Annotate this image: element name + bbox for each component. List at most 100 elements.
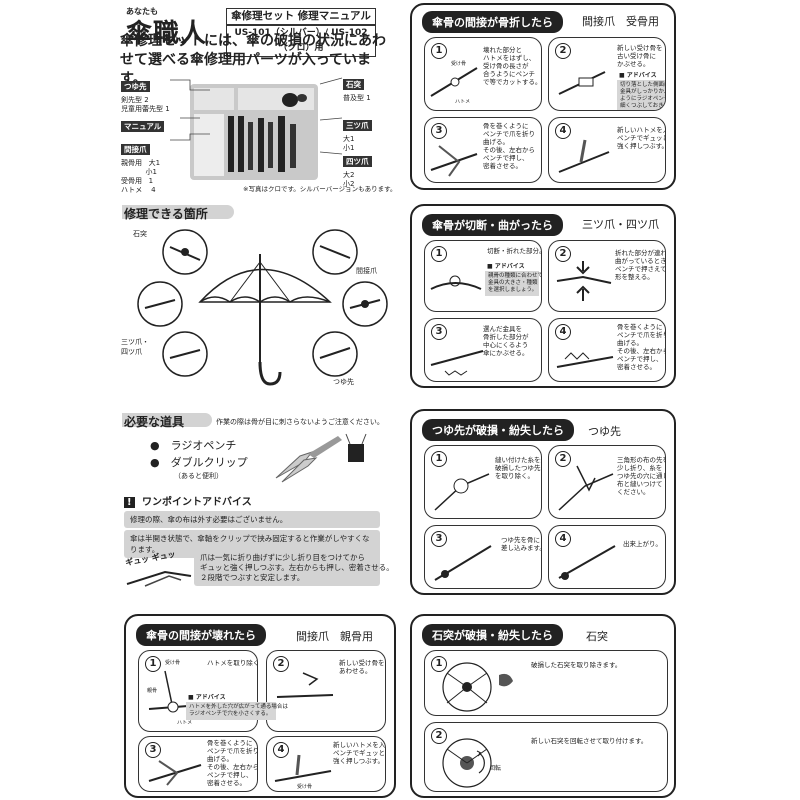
step-card: 1 壊れた部分と ハトメをはずし、 受け骨の長さが 合うようにペンチ で等でカッ… — [424, 37, 542, 111]
step-number: 2 — [555, 451, 571, 467]
step-number: 1 — [431, 451, 447, 467]
alert-icon: ! — [124, 497, 135, 508]
step-illustration — [434, 473, 490, 511]
step-tag: 親骨 — [147, 688, 158, 694]
parts-photo — [190, 84, 318, 180]
step-text: 縫い付けた糸を外して、 破損したつゆ先 を取り除く。 — [495, 456, 541, 480]
manual-title: 傘修理セット 修理マニュアル — [226, 8, 376, 25]
panel-title: 石突が破損・紛失したら — [422, 624, 563, 646]
step-card: 4 出来上がり。 — [548, 525, 666, 589]
step-text: ハトメを取り除く。 — [207, 659, 257, 667]
step-text: 三角形の布の先を 少し折り、糸を つゆ先の穴に通して 布と縫いつけて ください。 — [617, 456, 666, 496]
pinch-illustration — [126, 570, 192, 587]
part-label: マニュアル — [121, 121, 165, 132]
step-card: 3 つゆ先を骨に 差し込みます。 — [424, 525, 542, 589]
part-label: 石突 — [343, 79, 364, 90]
part-mitsu: 三ツ爪 大1 小1 — [343, 113, 372, 153]
step-number: 1 — [431, 656, 447, 672]
step-number: 1 — [431, 43, 447, 59]
step-text: 破損した石突を取り除きます。 — [531, 661, 622, 669]
label-ishizuki: 石突 — [133, 230, 147, 238]
advice-box: 切り落とした側面は、 金具がしっかりかぶさる ようにラジオペンチで 細くつぶして… — [617, 80, 665, 110]
step-tag: ハトメ — [455, 99, 471, 105]
panel-rib-cut: 傘骨が切断・曲がったら 三ツ爪・四ツ爪 1 切断・折れた部分。 ■ アドバイス … — [410, 204, 676, 388]
panel-subtitle: 三ツ爪・四ツ爪 — [582, 218, 659, 231]
advice-label-text: アドバイス — [195, 694, 226, 701]
advice-box: ハトメを外した穴が広がって通る場合は ラジオペンチで穴を小さくする。 — [186, 702, 288, 720]
step-illustration — [434, 545, 492, 581]
step-number: 3 — [431, 324, 447, 340]
step-illustration — [556, 352, 614, 368]
label-tsuyusaki: つゆ先 — [333, 378, 354, 386]
advice-header: ! ワンポイントアドバイス — [124, 493, 252, 508]
step-illustration — [276, 672, 334, 698]
step-text: 新しい石突を回転させて取り付けます。 — [531, 737, 648, 745]
advice-label: ■ アドバイス — [487, 263, 525, 270]
step-illustration — [558, 545, 616, 580]
step-illustration — [558, 465, 614, 511]
step-text: 骨を巻くように ペンチで爪を折り 曲げる。 その後、左右から ペンチで押し、 密… — [617, 323, 666, 371]
part-ishizuki: 石突 普及型 1 — [343, 72, 371, 103]
panel-tsuyusaki: つゆ先が破損・紛失したら つゆ先 1 縫い付けた糸を外して、 破損したつゆ先 を… — [410, 409, 676, 595]
umbrella-illustration — [137, 229, 388, 386]
tools-title: 必要な道具 — [124, 415, 185, 429]
step-text: 切断・折れた部分。 — [487, 247, 542, 255]
connector-lines — [170, 77, 343, 155]
step-number: 2 — [273, 656, 289, 672]
step-text: 新しいハトメを入れ ペンチでギュッと 強く押しつぶす。 — [617, 126, 666, 150]
step-card: 4 新しいハトメを入れ ペンチでギュッと 強く押しつぶす。 — [548, 117, 666, 183]
step-number: 1 — [145, 656, 161, 672]
step-number: 2 — [555, 43, 571, 59]
tools-note: 作業の際は骨が目に刺さらないようご注意ください。 — [216, 418, 384, 426]
step-tag: 受け骨 — [297, 784, 313, 790]
advice-text-3: 爪は一気に折り曲げずに少し折り目をつけてから ギュッと強く押しつぶす。左右からも… — [194, 550, 394, 586]
panel-title: 傘骨が切断・曲がったら — [422, 214, 563, 236]
tool-item: ● ダブルクリップ — [150, 456, 248, 469]
part-kansetsu: 間接爪 親骨用 大1 小1 受骨用 1 ハトメ 4 — [121, 137, 160, 195]
tool-pliers-label: ラジオペンチ — [170, 439, 237, 452]
step-illustration — [442, 662, 513, 712]
pliers-clip-icon — [275, 433, 367, 483]
part-manual: マニュアル — [121, 114, 165, 133]
tool-clip-note: （あると便利） — [174, 472, 223, 480]
part-label: 四ツ爪 — [343, 156, 372, 167]
step-illustration — [430, 145, 478, 177]
part-detail: 剣先型 2 児童用蕾先型 1 — [121, 96, 170, 113]
panel-title: つゆ先が破損・紛失したら — [422, 419, 574, 441]
step-tag: 回転 — [489, 765, 502, 772]
part-yotsu: 四ツ爪 大2 小2 — [343, 149, 372, 189]
tool-item: ● ラジオペンチ — [150, 439, 237, 452]
tool-clip-label: ダブルクリップ — [170, 456, 248, 469]
step-text: 選んだ金具を 骨折した部分が 中心にくるよう 傘にかぶせる。 — [483, 325, 529, 357]
step-illustration — [442, 738, 492, 788]
part-label: つゆ先 — [121, 81, 150, 92]
step-card: 3 骨を巻くように ペンチで爪を折り 曲げる。 その後、左右から ペンチで押し、… — [424, 117, 542, 183]
step-card: 4 新しいハトメを入れ ペンチでギュッと 強く押しつぶす。 受け骨 — [266, 736, 386, 792]
part-label: 間接爪 — [121, 144, 150, 155]
step-illustration — [558, 139, 610, 173]
part-detail: 親骨用 大1 小1 受骨用 1 ハトメ 4 — [121, 159, 161, 194]
step-number: 3 — [431, 123, 447, 139]
panel-receiver-joint: 傘骨の間接が骨折したら 間接爪 受骨用 1 壊れた部分と ハトメをはずし、 受け… — [410, 3, 676, 190]
section-bar — [122, 413, 212, 427]
step-number: 4 — [555, 324, 571, 340]
step-number: 2 — [555, 246, 571, 262]
advice-label-text: アドバイス — [626, 72, 657, 79]
step-card: 2 新しい石突を回転させて取り付けます。 回転 — [424, 722, 668, 792]
photo-note: ※写真はクロです。シルバーバージョンもあります。 — [243, 185, 397, 193]
panel-subtitle: 間接爪 受骨用 — [582, 15, 659, 28]
step-number: 1 — [431, 246, 447, 262]
parts-icon — [228, 116, 296, 172]
label-mitsu-yotsu: 三ツ爪・四ツ爪 — [121, 338, 149, 356]
step-text: 新しい受け骨を 古い受け骨に かぶせる。 — [617, 44, 663, 68]
step-card: 2 新しい受け骨を あわせる。 — [266, 650, 386, 732]
manual-paper — [194, 114, 224, 176]
panel-subtitle: 石突 — [586, 630, 608, 643]
step-card: 1 縫い付けた糸を外して、 破損したつゆ先 を取り除く。 — [424, 445, 542, 519]
step-number: 3 — [145, 742, 161, 758]
step-card: 4 骨を巻くように ペンチで爪を折り 曲げる。 その後、左右から ペンチで押し、… — [548, 318, 666, 382]
panel-main-rib-joint: 傘骨の間接が壊れたら 間接爪 親骨用 1 ハトメを取り除く。 受け骨 親骨 ハト… — [124, 614, 396, 798]
step-card: 2 折れた部分が連れて 曲がっているときは ペンチで押さえて 形を整える。 — [548, 240, 666, 312]
logo-subtitle: あなたも — [126, 7, 158, 16]
section-bar — [122, 205, 234, 219]
